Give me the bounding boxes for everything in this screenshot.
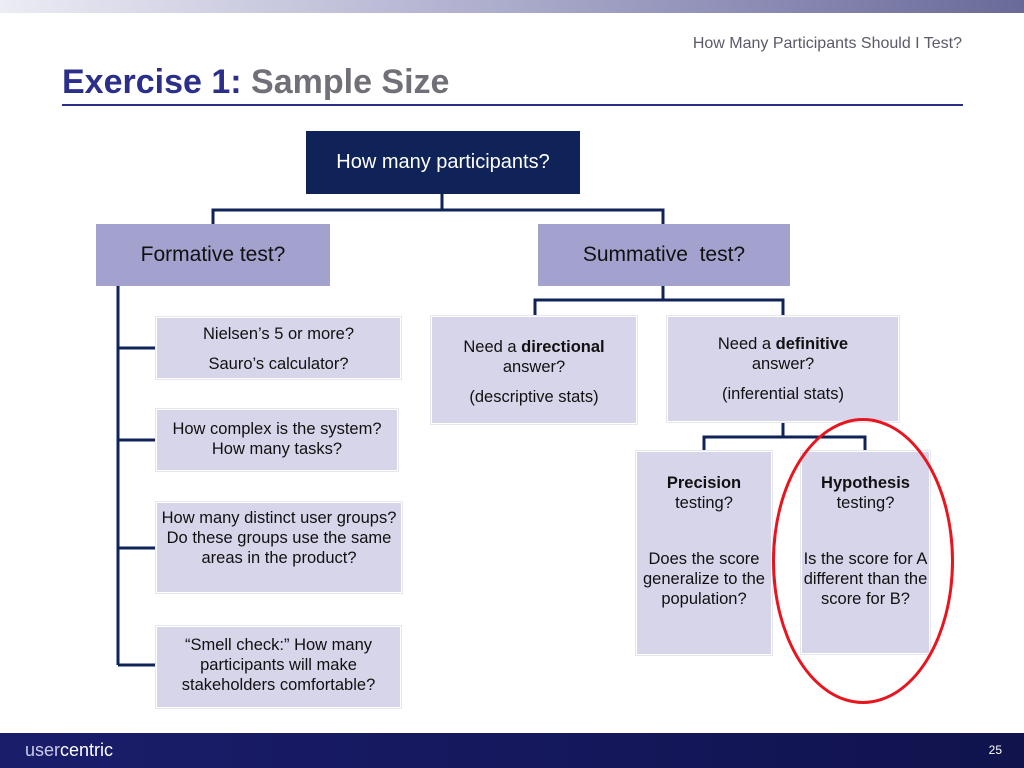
formative-item-1: Nielsen’s 5 or more? Sauro’s calculator? <box>156 317 401 379</box>
directional-bold: directional <box>521 338 605 356</box>
directional-line-1: Need a directional <box>432 337 636 357</box>
formative-item-2: How complex is the system? How many task… <box>156 409 398 471</box>
footer-bar: usercentric 25 <box>0 733 1024 768</box>
formative-node: Formative test? <box>96 224 330 286</box>
connector-summative-definitive <box>663 298 785 316</box>
formative-item-4-text: “Smell check:” How many participants wil… <box>181 636 376 694</box>
definitive-line-1: Need a definitive <box>668 334 898 354</box>
connector-summative-split <box>533 286 665 316</box>
definitive-prefix: Need a <box>717 335 776 353</box>
highlight-circle <box>772 418 954 704</box>
formative-item-3-text: How many distinct user groups? Do these … <box>161 509 397 567</box>
directional-prefix: Need a <box>463 338 522 356</box>
logo-part-1: user <box>25 740 61 760</box>
formative-node-label: Formative test? <box>140 243 286 266</box>
title-part-2: Sample Size <box>251 63 450 101</box>
directional-note: (descriptive stats) <box>469 388 599 406</box>
formative-item-2-text: How complex is the system? How many task… <box>172 420 382 458</box>
formative-item-3: How many distinct user groups? Do these … <box>156 502 402 593</box>
title-underline <box>62 104 963 106</box>
page-number: 25 <box>988 743 1002 757</box>
connector-definitive-split <box>702 422 785 451</box>
slide-title: Exercise 1: Sample Size <box>62 62 449 102</box>
precision-body: Does the score generalize to the populat… <box>642 550 765 608</box>
logo-part-2: centric <box>60 740 114 760</box>
precision-bold-text: Precision <box>666 474 742 492</box>
precision-bold: Precision <box>638 473 770 493</box>
summative-node-label: Summative test? <box>582 243 746 266</box>
title-part-1: Exercise 1: <box>62 63 242 101</box>
definitive-node: Need a definitive answer? (inferential s… <box>667 316 899 422</box>
root-node-label: How many participants? <box>336 151 550 173</box>
connector-root-to-summative <box>442 208 665 224</box>
formative-item-1-line-1: Nielsen’s 5 or more? <box>202 325 354 343</box>
definitive-line-2: answer? <box>751 355 815 373</box>
definitive-note: (inferential stats) <box>722 385 844 403</box>
formative-item-4: “Smell check:” How many participants wil… <box>156 626 401 708</box>
summative-node: Summative test? <box>538 224 790 286</box>
slide-subtitle: How Many Participants Should I Test? <box>692 35 962 52</box>
definitive-bold: definitive <box>775 335 849 353</box>
directional-line-2: answer? <box>502 358 566 376</box>
formative-item-1-line-2: Sauro’s calculator? <box>208 355 349 373</box>
precision-line-2: testing? <box>675 494 733 512</box>
precision-node: Precision testing? Does the score genera… <box>636 451 772 655</box>
directional-node: Need a directional answer? (descriptive … <box>431 316 637 424</box>
root-node: How many participants? <box>306 131 580 194</box>
usercentric-logo: usercentric <box>25 740 113 761</box>
connector-root-to-level1 <box>211 194 444 224</box>
top-gradient-band <box>0 0 1024 13</box>
